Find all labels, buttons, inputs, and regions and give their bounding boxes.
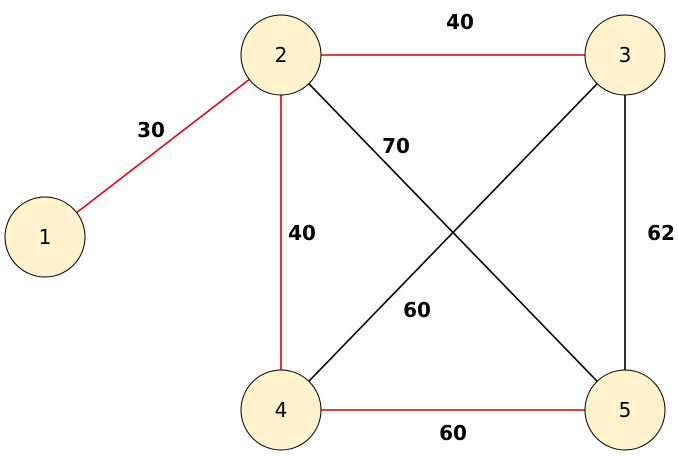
node-circle-4 (240, 369, 322, 451)
node-circle-3 (584, 14, 666, 96)
edge-weight-1-2: 30 (137, 118, 165, 142)
edge-weight-3-4: 60 (403, 298, 431, 322)
node-circle-2 (240, 14, 322, 96)
node-label-1: 1 (39, 225, 52, 249)
edges-layer (76, 54, 626, 411)
node-3: 3 (584, 14, 666, 96)
edge-3-4 (308, 83, 598, 382)
edge-weight-3-5: 62 (647, 221, 675, 245)
node-label-3: 3 (619, 43, 632, 67)
node-1: 1 (4, 196, 86, 278)
node-label-4: 4 (275, 398, 288, 422)
nodes-layer: 1 2 3 4 5 (4, 14, 666, 451)
node-5: 5 (584, 369, 666, 451)
edge-weight-2-5: 70 (382, 134, 410, 158)
node-circle-5 (584, 369, 666, 451)
edge-weight-2-4: 40 (288, 221, 316, 245)
node-label-5: 5 (619, 398, 632, 422)
node-label-2: 2 (275, 43, 288, 67)
edge-weights-layer: 30 40 40 70 60 62 60 (137, 10, 675, 445)
edge-weight-2-3: 40 (446, 10, 474, 34)
edge-1-2 (76, 78, 250, 214)
node-4: 4 (240, 369, 322, 451)
node-2: 2 (240, 14, 322, 96)
edge-weight-4-5: 60 (439, 421, 467, 445)
node-circle-1 (4, 196, 86, 278)
